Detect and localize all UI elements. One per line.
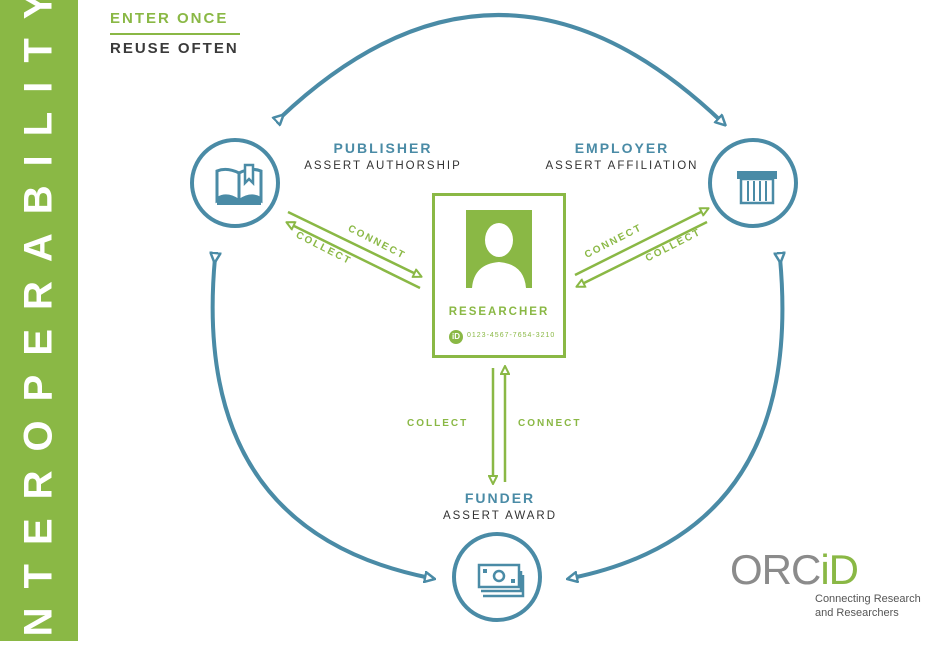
- publisher-role: PUBLISHER: [333, 140, 433, 156]
- book-icon: [215, 163, 263, 205]
- arrow-publisher-collect: [290, 224, 421, 290]
- arrow-employer-connect: [574, 210, 705, 277]
- money-icon: [477, 563, 525, 598]
- sidebar: INTEROPERABILITY: [0, 0, 78, 666]
- employer-label: EMPLOYER ASSERT AFFILIATION: [536, 140, 708, 172]
- orcid-id-badge: iD: [449, 330, 463, 344]
- researcher-card: RESEARCHER iD 0123-4567-7654-3210: [432, 193, 566, 358]
- funder-role: FUNDER: [464, 490, 536, 506]
- employer-role: EMPLOYER: [574, 140, 670, 156]
- orcid-tagline-line2: and Researchers: [815, 607, 899, 619]
- arc-publisher-employer: [280, 13, 722, 122]
- employer-node: [708, 138, 798, 228]
- building-icon: [737, 171, 777, 205]
- arc-employer-funder: [572, 258, 782, 578]
- researcher-title: RESEARCHER: [448, 306, 550, 318]
- orcid-logo: ORCiD: [730, 546, 859, 594]
- funder-node: [452, 532, 542, 622]
- orcid-id-number: 0123-4567-7654-3210: [467, 332, 556, 339]
- orcid-tagline: Connecting Research and Researchers: [815, 592, 925, 620]
- orcid-logo-orc: ORC: [730, 546, 821, 593]
- person-icon: [466, 210, 532, 288]
- funder-action: ASSERT AWARD: [442, 510, 558, 522]
- flow-label-collect-funder: COLLECT: [407, 418, 469, 429]
- tagline-reuse-often: REUSE OFTEN: [110, 40, 239, 57]
- employer-action: ASSERT AFFILIATION: [545, 160, 699, 172]
- arrow-publisher-connect: [287, 210, 418, 275]
- arrow-employer-collect: [580, 220, 708, 285]
- tagline-divider: [110, 33, 240, 35]
- publisher-node: [190, 138, 280, 228]
- tagline-enter-once: ENTER ONCE: [110, 10, 229, 27]
- funder-label: FUNDER ASSERT AWARD: [420, 490, 580, 522]
- orcid-logo-id: iD: [820, 546, 859, 593]
- flow-label-connect-funder: CONNECT: [518, 418, 582, 429]
- arc-publisher-funder: [213, 258, 430, 578]
- publisher-action: ASSERT AUTHORSHIP: [304, 160, 462, 172]
- orcid-tagline-line1: Connecting Research: [815, 593, 921, 605]
- publisher-label: PUBLISHER ASSERT AUTHORSHIP: [300, 140, 466, 172]
- connection-arrows: [0, 13, 925, 641]
